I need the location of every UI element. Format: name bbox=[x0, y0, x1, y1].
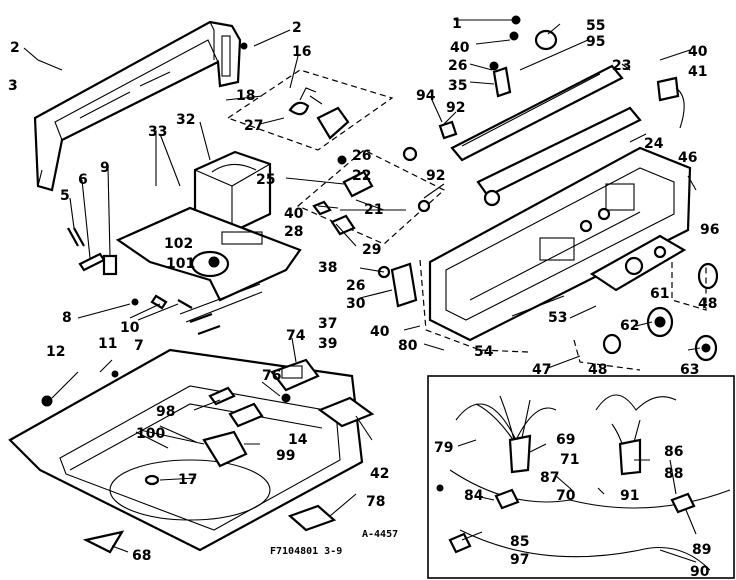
callout-22: 22 bbox=[352, 168, 371, 184]
callout-74: 74 bbox=[286, 328, 306, 344]
control-console bbox=[419, 64, 692, 353]
callout-29: 29 bbox=[362, 242, 381, 258]
callout-98: 98 bbox=[156, 404, 175, 420]
tub-assembly bbox=[115, 150, 302, 323]
callout-47: 47 bbox=[532, 362, 551, 378]
callout-70: 70 bbox=[556, 488, 576, 504]
callout-71: 71 bbox=[560, 452, 579, 468]
callout-24: 24 bbox=[644, 136, 664, 152]
callout-10: 10 bbox=[120, 320, 140, 336]
callout-87: 87 bbox=[540, 470, 559, 486]
callout-25: 25 bbox=[256, 172, 275, 188]
rear-bracket bbox=[33, 20, 248, 192]
callout-46: 46 bbox=[678, 150, 697, 166]
thermostat-group bbox=[226, 69, 394, 151]
callout-12: 12 bbox=[46, 344, 65, 360]
cabinet-top bbox=[8, 348, 364, 552]
callout-97: 97 bbox=[510, 552, 529, 568]
callout-40: 40 bbox=[284, 206, 304, 222]
callout-40: 40 bbox=[688, 44, 708, 60]
callout-99: 99 bbox=[276, 448, 295, 464]
callout-68: 68 bbox=[132, 548, 151, 564]
callout-38: 38 bbox=[318, 260, 337, 276]
callout-26: 26 bbox=[346, 278, 365, 294]
callout-101: 101 bbox=[166, 256, 195, 272]
callout-labels: 2 3 2 16 18 27 33 32 9 6 5 8 10 7 102 10… bbox=[8, 16, 719, 580]
callout-39: 39 bbox=[318, 336, 337, 352]
callout-16: 16 bbox=[292, 44, 311, 60]
callout-3: 3 bbox=[8, 78, 18, 94]
leader-lines bbox=[23, 19, 701, 563]
callout-41: 41 bbox=[688, 64, 707, 80]
callout-62: 62 bbox=[620, 318, 639, 334]
callout-53: 53 bbox=[548, 310, 567, 326]
callout-61: 61 bbox=[650, 286, 669, 302]
callout-33: 33 bbox=[148, 124, 167, 140]
callout-48: 48 bbox=[698, 296, 717, 312]
small-hardware-left bbox=[67, 227, 221, 336]
callout-84: 84 bbox=[464, 488, 484, 504]
callout-26: 26 bbox=[448, 58, 467, 74]
switch-hardware bbox=[296, 15, 558, 308]
callout-85: 85 bbox=[510, 534, 529, 550]
callout-102: 102 bbox=[164, 236, 193, 252]
callout-91: 91 bbox=[620, 488, 639, 504]
callout-27: 27 bbox=[244, 118, 263, 134]
callout-37: 37 bbox=[318, 316, 337, 332]
callout-92: 92 bbox=[426, 168, 445, 184]
callout-8: 8 bbox=[62, 310, 72, 326]
callout-1: 1 bbox=[452, 16, 462, 32]
callout-88: 88 bbox=[664, 466, 683, 482]
callout-95: 95 bbox=[586, 34, 605, 50]
ref-code: A-4457 bbox=[362, 529, 398, 540]
wiring-inset bbox=[427, 375, 735, 579]
callout-89: 89 bbox=[692, 542, 711, 558]
callout-55: 55 bbox=[586, 18, 605, 34]
callout-79: 79 bbox=[434, 440, 453, 456]
callout-5: 5 bbox=[60, 188, 70, 204]
callout-86: 86 bbox=[664, 444, 683, 460]
callout-42: 42 bbox=[370, 466, 389, 482]
callout-90: 90 bbox=[690, 564, 710, 580]
callout-6: 6 bbox=[78, 172, 88, 188]
callout-40: 40 bbox=[370, 324, 390, 340]
callout-76: 76 bbox=[262, 368, 281, 384]
callout-96: 96 bbox=[700, 222, 719, 238]
callout-32: 32 bbox=[176, 112, 195, 128]
callout-80: 80 bbox=[398, 338, 418, 354]
callout-30: 30 bbox=[346, 296, 366, 312]
callout-100: 100 bbox=[136, 426, 165, 442]
callout-2: 2 bbox=[10, 40, 20, 56]
callout-94: 94 bbox=[416, 88, 436, 104]
callout-14: 14 bbox=[288, 432, 308, 448]
loose-parts bbox=[82, 358, 375, 554]
knobs bbox=[573, 76, 719, 371]
callout-21: 21 bbox=[364, 202, 383, 218]
callout-54: 54 bbox=[474, 344, 494, 360]
callout-63: 63 bbox=[680, 362, 699, 378]
callout-11: 11 bbox=[98, 336, 117, 352]
callout-9: 9 bbox=[100, 160, 110, 176]
callout-17: 17 bbox=[178, 472, 197, 488]
figure-code: F7104801 3-9 bbox=[270, 546, 342, 557]
callout-92: 92 bbox=[446, 100, 465, 116]
callout-26: 26 bbox=[352, 148, 371, 164]
callout-48: 48 bbox=[588, 362, 607, 378]
callout-18: 18 bbox=[236, 88, 255, 104]
callout-7: 7 bbox=[134, 338, 144, 354]
callout-69: 69 bbox=[556, 432, 575, 448]
callout-40: 40 bbox=[450, 40, 470, 56]
callout-78: 78 bbox=[366, 494, 385, 510]
callout-28: 28 bbox=[284, 224, 303, 240]
callout-35: 35 bbox=[448, 78, 467, 94]
callout-23: 23 bbox=[612, 58, 631, 74]
callout-2: 2 bbox=[292, 20, 302, 36]
